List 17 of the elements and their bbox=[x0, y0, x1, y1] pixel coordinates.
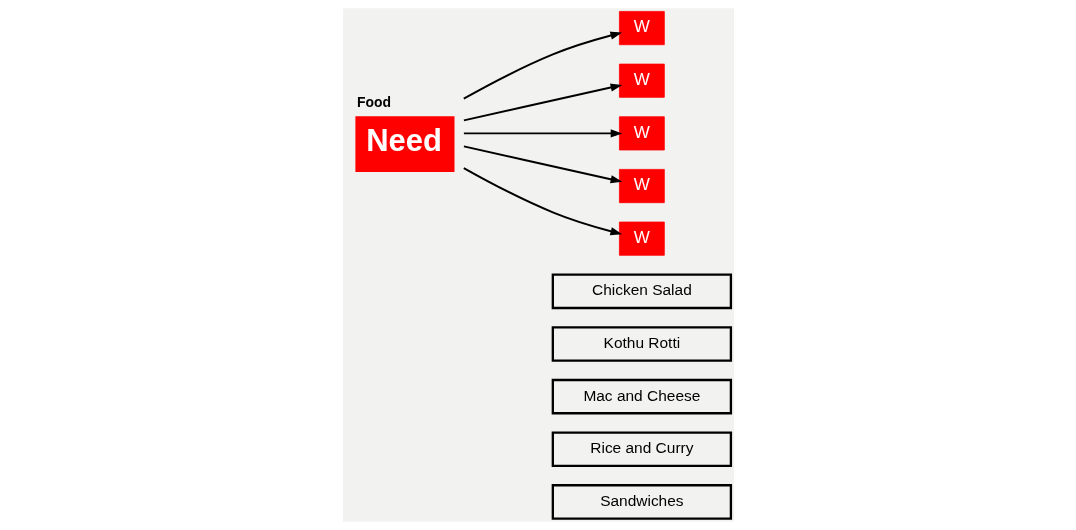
arrow bbox=[462, 145, 622, 184]
arrow bbox=[462, 167, 622, 236]
node-box: Chicken Salad bbox=[551, 273, 732, 310]
node-box: W bbox=[618, 221, 665, 256]
node-box: Kothu Rotti bbox=[551, 326, 732, 362]
node-box: Sandwiches bbox=[551, 484, 732, 520]
arrow bbox=[462, 129, 622, 138]
node-box: Need bbox=[354, 116, 454, 173]
node-box: W bbox=[618, 116, 665, 151]
node-box: W bbox=[618, 11, 665, 46]
node-box: W bbox=[618, 169, 665, 204]
arrow bbox=[462, 31, 622, 100]
arrow bbox=[462, 83, 622, 122]
node-box: W bbox=[618, 63, 665, 98]
node-box: Mac and Cheese bbox=[551, 378, 732, 415]
node-box: Rice and Curry bbox=[551, 431, 732, 468]
node-label: Food bbox=[356, 93, 391, 110]
